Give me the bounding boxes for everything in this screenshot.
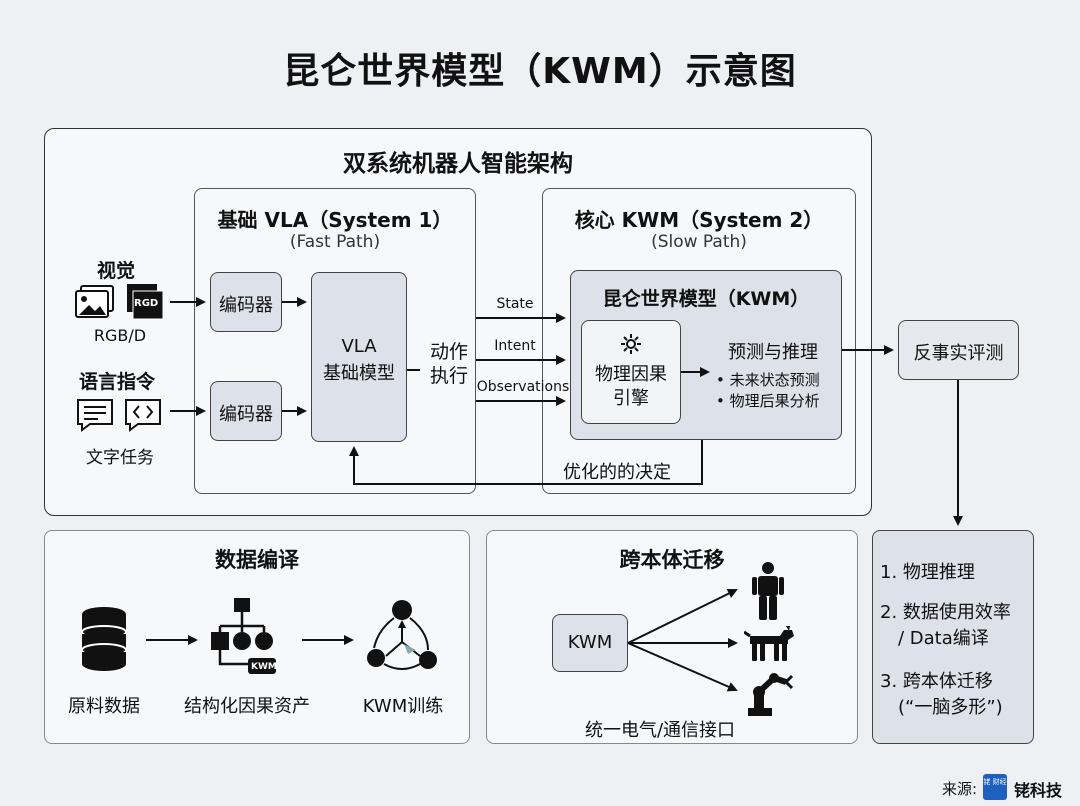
benefit-2-sub: / Data编译 <box>898 628 989 649</box>
predict-bullet-2: • 物理后果分析 <box>716 392 820 410</box>
causal-graph-icon <box>208 598 276 678</box>
system1-title: 基础 VLA（System 1） <box>217 208 453 232</box>
system2-title: 核心 KWM（System 2） <box>574 208 824 232</box>
encoder-top-box <box>210 272 282 332</box>
encoder-bottom-box <box>210 381 282 441</box>
vision-heading: 视觉 <box>97 260 136 282</box>
architecture-title: 双系统机器人智能架构 <box>343 151 573 177</box>
action-sublabel: 执行 <box>429 365 468 387</box>
step-causal-assets: 结构化因果资产 <box>184 696 310 717</box>
source-logo <box>983 774 1007 800</box>
engine-sublabel: 引擎 <box>613 388 649 409</box>
source-logo-text: 铑 财经 <box>983 778 1007 786</box>
robot-dog-icon <box>743 626 796 662</box>
benefits-box <box>872 530 1034 744</box>
encoder-top-label: 编码器 <box>219 295 273 316</box>
counterfactual-label: 反事实评测 <box>913 343 1004 364</box>
source-label: 来源: <box>942 780 978 798</box>
language-caption: 文字任务 <box>86 448 154 468</box>
training-icon <box>364 598 440 678</box>
predict-title: 预测与推理 <box>728 342 818 363</box>
benefit-3-sub: (“一脑多形”) <box>898 697 1003 718</box>
benefit-1: 1. 物理推理 <box>880 562 975 583</box>
system2-subtitle: (Slow Path) <box>651 232 747 252</box>
source-brand: 铑科技 <box>1014 781 1063 800</box>
vla-sublabel: 基础模型 <box>323 363 395 384</box>
asset-badge: KWM <box>251 662 277 672</box>
vision-caption: RGB/D <box>93 326 147 345</box>
benefit-2: 2. 数据使用效率 <box>880 602 1011 623</box>
kwm-hub-label: KWM <box>567 632 613 653</box>
language-heading: 语言指令 <box>79 371 156 393</box>
document-icon <box>76 398 116 432</box>
vla-label: VLA <box>341 336 377 357</box>
robot-arm-icon <box>744 672 794 716</box>
signal-observations: Observations <box>476 379 570 395</box>
page-title: 昆仑世界模型（KWM）示意图 <box>283 51 797 92</box>
action-label: 动作 <box>429 341 468 363</box>
signal-state: State <box>496 296 534 312</box>
step-raw-data: 原料数据 <box>68 696 140 717</box>
encoder-bottom-label: 编码器 <box>219 404 273 425</box>
benefit-3: 3. 跨本体迁移 <box>880 671 993 692</box>
system1-subtitle: (Fast Path) <box>289 232 381 252</box>
database-icon <box>80 606 128 672</box>
kwm-title: 昆仑世界模型（KWM） <box>602 288 810 310</box>
vla-model-box <box>311 272 407 442</box>
kwm-hub-box <box>552 614 628 672</box>
counterfactual-box <box>898 320 1019 380</box>
predict-bullet-1: • 未来状态预测 <box>716 371 820 389</box>
gear-icon <box>619 332 643 356</box>
humanoid-icon <box>752 562 784 620</box>
feedback-label: 优化的的决定 <box>563 462 671 483</box>
engine-label: 物理因果 <box>595 364 667 385</box>
depth-camera-icon <box>126 283 166 321</box>
data-compile-title: 数据编译 <box>215 548 299 572</box>
transfer-title: 跨本体迁移 <box>619 548 725 572</box>
transfer-caption: 统一电气/通信接口 <box>584 720 736 741</box>
depth-badge: RGD <box>134 298 159 309</box>
step-kwm-training: KWM训练 <box>362 696 444 717</box>
image-icon <box>75 285 115 319</box>
code-icon <box>124 398 164 432</box>
signal-intent: Intent <box>494 338 536 354</box>
